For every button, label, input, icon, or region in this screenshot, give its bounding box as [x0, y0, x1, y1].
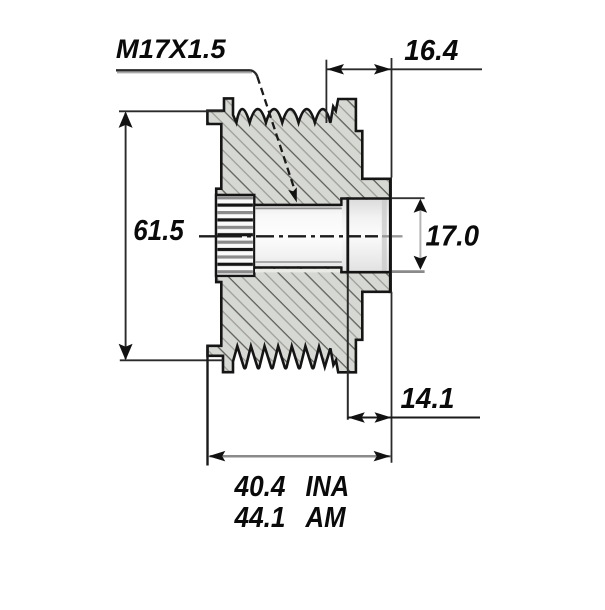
svg-text:INA: INA [306, 471, 350, 503]
svg-text:40.4: 40.4 [234, 471, 286, 503]
svg-text:AM: AM [305, 502, 347, 534]
svg-text:16.4: 16.4 [404, 35, 458, 67]
svg-text:14.1: 14.1 [401, 383, 455, 415]
svg-text:61.5: 61.5 [133, 215, 184, 247]
svg-text:44.1: 44.1 [234, 502, 286, 534]
svg-text:17.0: 17.0 [426, 221, 480, 253]
svg-text:M17X1.5: M17X1.5 [116, 33, 227, 64]
